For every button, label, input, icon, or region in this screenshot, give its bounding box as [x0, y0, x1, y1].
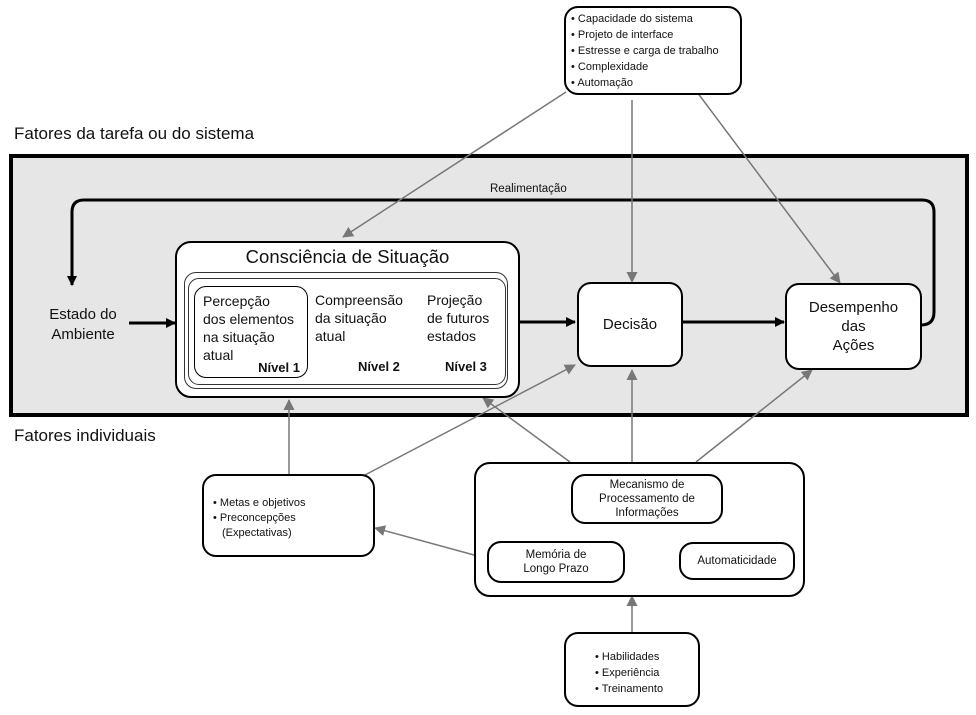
goals-to-decision-arrow	[362, 364, 576, 477]
system-factors-list: Capacidade do sistema Projeto de interfa…	[571, 11, 740, 91]
processing-to-sa-arrow	[482, 397, 571, 463]
system-to-performance-arrow	[696, 91, 841, 284]
decision-label: Decisão	[602, 316, 658, 333]
information-processing-box: Mecanismo de Processamento de Informaçõe…	[474, 462, 805, 597]
memory-line1: Memória de	[525, 549, 587, 561]
processing-mechanism-box: Mecanismo de Processamento de Informaçõe…	[571, 474, 723, 524]
task-factors-title: Fatores da tarefa ou do sistema	[14, 124, 255, 143]
abilities-item: Treinamento	[595, 681, 698, 697]
environment-state-line1: Estado do	[49, 306, 117, 323]
level-2-line: atual	[315, 328, 346, 344]
automaticity-label: Automaticidade	[697, 555, 777, 567]
processing-to-goals-arrow	[374, 525, 475, 556]
automaticity-box: Automaticidade	[679, 542, 795, 580]
level-2-line: da situação	[315, 310, 387, 326]
level-3-line: de futuros	[427, 310, 490, 326]
level-2-text: Compreensão da situação atual	[315, 291, 403, 345]
abilities-list: Habilidades Experiência Treinamento	[595, 649, 698, 697]
abilities-item: Experiência	[595, 665, 698, 681]
system-factor-item: Complexidade	[571, 59, 740, 75]
level-1-box: Percepção dos elementos na situação atua…	[194, 286, 308, 378]
goals-item: Metas e objetivos	[213, 496, 373, 511]
system-to-sa-arrow	[342, 91, 567, 238]
goals-extra-line: (Expectativas)	[222, 527, 292, 539]
mechanism-line3: Informações	[615, 507, 679, 519]
mechanism-line2: Processamento de	[599, 493, 695, 505]
level-3-line: estados	[427, 328, 477, 344]
performance-box: Desempenho das Ações	[785, 283, 922, 370]
feedback-label: Realimentação	[490, 183, 567, 195]
sa-middle-frame	[188, 278, 506, 385]
system-factor-item: Estresse e carga de trabalho	[571, 43, 740, 59]
abilities-box: Habilidades Experiência Treinamento	[564, 632, 700, 707]
system-factor-item: Projeto de interface	[571, 27, 740, 43]
performance-line3: Ações	[832, 337, 875, 354]
goals-list: Metas e objetivos Preconcepções	[213, 496, 373, 526]
level-3-text: Projeção de futuros estados	[427, 291, 489, 345]
level-1-line: dos elementos	[203, 311, 295, 327]
goals-item: Preconcepções	[213, 511, 373, 526]
processing-to-performance-arrow	[695, 369, 813, 463]
goals-box: Metas e objetivos Preconcepções (Expecta…	[202, 474, 375, 557]
long-term-memory-box: Memória de Longo Prazo	[487, 541, 625, 583]
level-1-line: atual	[203, 347, 234, 363]
decision-box: Decisão	[577, 282, 683, 367]
performance-line1: Desempenho	[808, 299, 899, 316]
level-1-label: Nível 1	[258, 360, 300, 375]
level-1-line: Percepção	[203, 293, 270, 309]
individual-factors-title: Fatores individuais	[14, 426, 156, 445]
performance-line2: das	[841, 318, 866, 335]
level-1-text: Percepção dos elementos na situação atua…	[203, 292, 294, 364]
system-factors-box: Capacidade do sistema Projeto de interfa…	[564, 6, 742, 95]
level-1-line: na situação	[203, 329, 275, 345]
system-factor-item: Automação	[571, 75, 740, 91]
sa-outer-frame	[184, 272, 508, 389]
environment-state-line2: Ambiente	[51, 326, 115, 343]
situation-awareness-title: Consciência de Situação	[245, 246, 450, 267]
level-2-label: Nível 2	[358, 359, 400, 374]
environment-state: Estado do Ambiente	[40, 305, 126, 345]
abilities-item: Habilidades	[595, 649, 698, 665]
level-3-line: Projeção	[427, 292, 483, 308]
system-factor-item: Capacidade do sistema	[571, 11, 740, 27]
situation-awareness-box: Consciência de Situação Percepção dos el…	[175, 241, 520, 398]
mechanism-line1: Mecanismo de	[609, 479, 685, 491]
level-3-label: Nível 3	[445, 359, 487, 374]
memory-line2: Longo Prazo	[523, 563, 589, 575]
feedback-arrow	[67, 198, 936, 327]
level-2-line: Compreensão	[315, 292, 403, 308]
